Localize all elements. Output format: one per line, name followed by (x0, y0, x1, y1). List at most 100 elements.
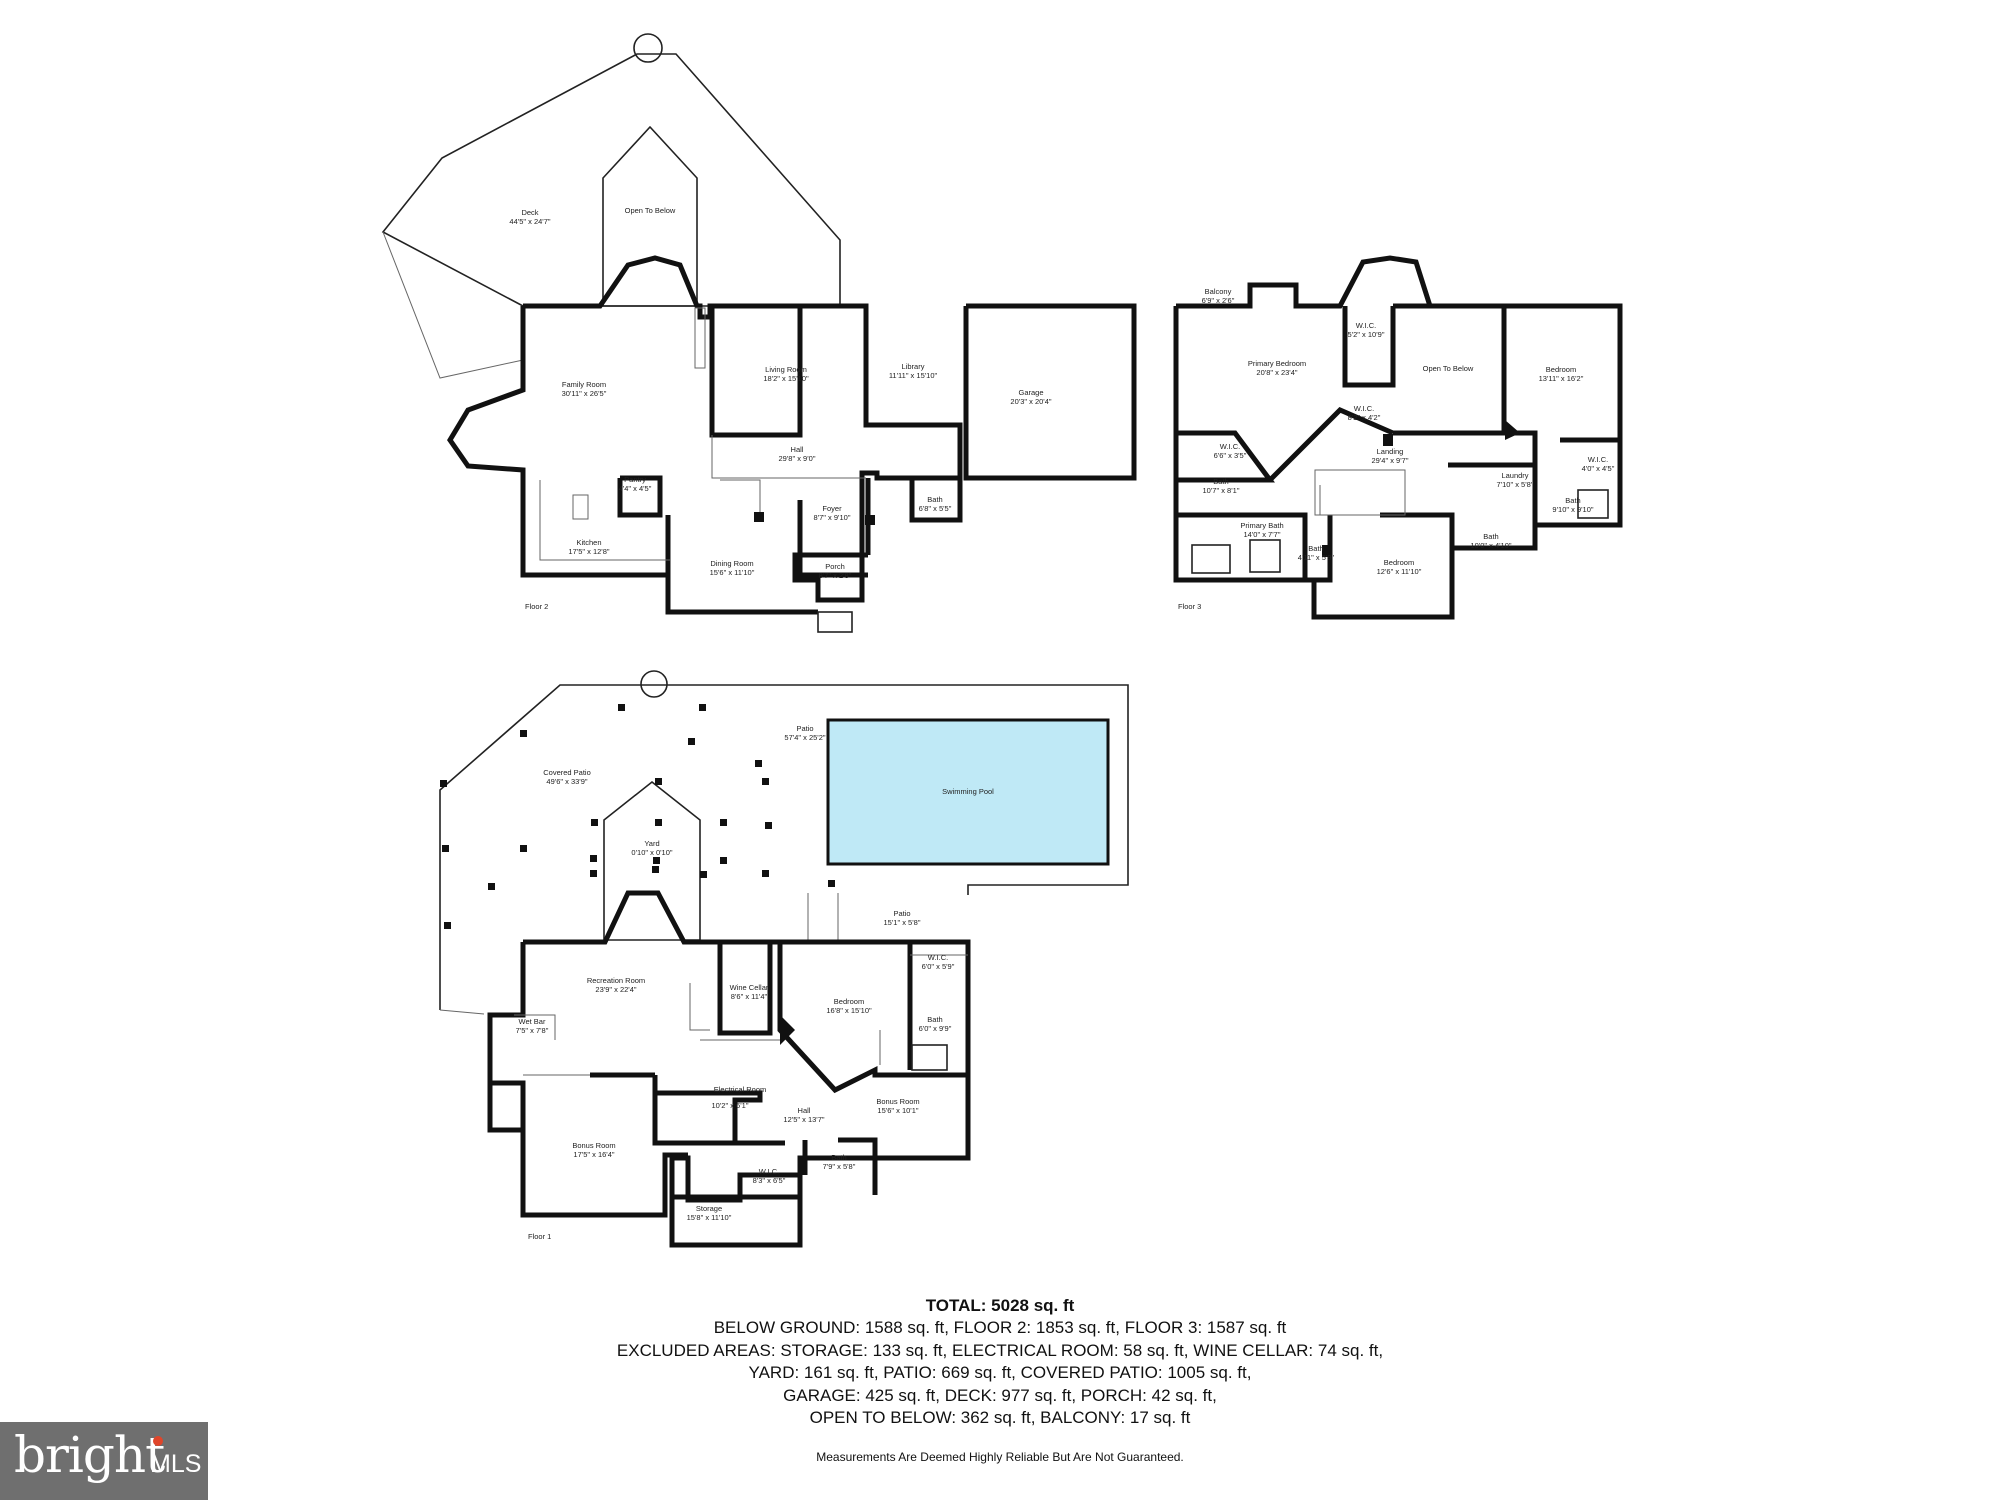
room-dimensions: 8'6" x 11'4" (731, 992, 768, 1001)
room-name: Garage (1018, 388, 1043, 397)
room-dimensions: 10'7" x 8'1" (1203, 486, 1240, 495)
room-dimensions: 30'11" x 26'5" (562, 389, 607, 398)
room-name: Primary Bedroom (1248, 359, 1306, 368)
room-dimensions: 9'10" x 9'10" (1552, 505, 1593, 514)
room-dimensions: 29'8" x 9'0" (779, 454, 816, 463)
room-dimensions: 8'7" x 9'10" (814, 513, 851, 522)
room-label: W.I.C.6'0" x 5'9" (922, 953, 955, 971)
room-label: Swimming Pool (942, 787, 994, 796)
room-name: Bath (831, 1153, 846, 1162)
summary-line: BELOW GROUND: 1588 sq. ft, FLOOR 2: 1853… (713, 1318, 1287, 1337)
room-dimensions: 23'9" x 22'4" (595, 985, 636, 994)
room-name: Electrical Room (714, 1085, 767, 1094)
room-name: W.I.C. (759, 1167, 779, 1176)
swimming-pool (826, 718, 1110, 866)
room-dimensions: 12'5" x 13'7" (783, 1115, 824, 1124)
floor-3-label: Floor 3 (1178, 602, 1201, 611)
room-dimensions: 20'3" x 20'4" (1010, 397, 1051, 406)
patio-outline (439, 684, 1129, 1010)
room-dimensions: 6'6" x 3'5" (1214, 451, 1247, 460)
room-dimensions: 8'2" x 4'2" (1348, 413, 1381, 422)
room-name: Patio (796, 724, 813, 733)
room-label: W.I.C.5'2" x 10'9" (1348, 321, 1385, 339)
room-dimensions: 10'2" x 6'1" (712, 1101, 749, 1110)
room-name: Bath (1483, 532, 1498, 541)
room-name: Bedroom (1384, 558, 1414, 567)
room-name: Library (902, 362, 925, 371)
room-name: Deck (521, 208, 538, 217)
room-name: Wet Bar (519, 1017, 546, 1026)
summary-line: YARD: 161 sq. ft, PATIO: 669 sq. ft, COV… (748, 1363, 1252, 1382)
room-name: Bonus Room (572, 1141, 615, 1150)
room-dimensions: 14'0" x 7'7" (1244, 530, 1281, 539)
room-dimensions: 20'8" x 23'4" (1256, 368, 1297, 377)
summary-line: GARAGE: 425 sq. ft, DECK: 977 sq. ft, PO… (783, 1385, 1217, 1405)
room-name: Bedroom (834, 997, 864, 1006)
room-dimensions: 6'8" x 5'5" (919, 504, 952, 513)
room-name: Open To Below (1423, 364, 1474, 373)
room-dimensions: 13'11" x 16'2" (1539, 374, 1584, 383)
room-name: Landing (1377, 447, 1404, 456)
room-name: W.I.C. (1220, 442, 1240, 451)
room-name: Bath (1213, 477, 1228, 486)
room-name: Pantry (624, 475, 646, 484)
room-dimensions: 4'0" x 4'5" (1582, 464, 1615, 473)
room-label: 10'2" x 6'1" (712, 1101, 749, 1110)
floor-1-walls (523, 890, 971, 1203)
room-name: Bath (1308, 544, 1323, 553)
room-dimensions: 18'2" x 15'10" (763, 374, 809, 383)
room-dimensions: 10'0" x 4'10" (1470, 541, 1511, 550)
room-name: Balcony (1205, 287, 1232, 296)
room-dimensions: 7'5" x 7'8" (516, 1026, 549, 1035)
summary-line: OPEN TO BELOW: 362 sq. ft, BALCONY: 17 s… (809, 1408, 1191, 1427)
floor-2-label: Floor 2 (525, 602, 548, 611)
room-dimensions: 15'6" x 10'1" (877, 1106, 918, 1115)
logo-word: bright (14, 1426, 165, 1484)
room-dimensions: 12'6" x 11'10" (1377, 567, 1422, 576)
room-name: Bonus Room (876, 1097, 919, 1106)
room-dimensions: 15'1" x 5'8" (884, 918, 921, 927)
total-area: TOTAL: 5028 sq. ft (925, 1296, 1075, 1315)
room-dimensions: 57'4" x 25'2" (784, 733, 825, 742)
floor-3-plan (1173, 255, 1623, 620)
room-dimensions: 7'10" x 5'8" (1497, 480, 1534, 489)
room-dimensions: 6'9" x 2'6" (1202, 296, 1235, 305)
disclaimer: Measurements Are Deemed Highly Reliable … (816, 1450, 1184, 1464)
room-dimensions: 6'0" x 5'9" (922, 962, 955, 971)
room-name: Wine Cellar (730, 983, 769, 992)
logo-accent-dot (153, 1436, 163, 1446)
room-dimensions: 15'6" x 11'10" (710, 568, 755, 577)
room-name: Hall (798, 1106, 811, 1115)
room-name: W.I.C. (1588, 455, 1608, 464)
open-to-below-outline (602, 125, 698, 307)
room-dimensions: 15'8" x 11'10" (687, 1213, 732, 1222)
room-name: W.I.C. (1354, 404, 1374, 413)
room-name: Laundry (1501, 471, 1528, 480)
room-dimensions: 4'11" x 5'9" (1298, 553, 1335, 562)
room-name: Primary Bath (1240, 521, 1283, 530)
